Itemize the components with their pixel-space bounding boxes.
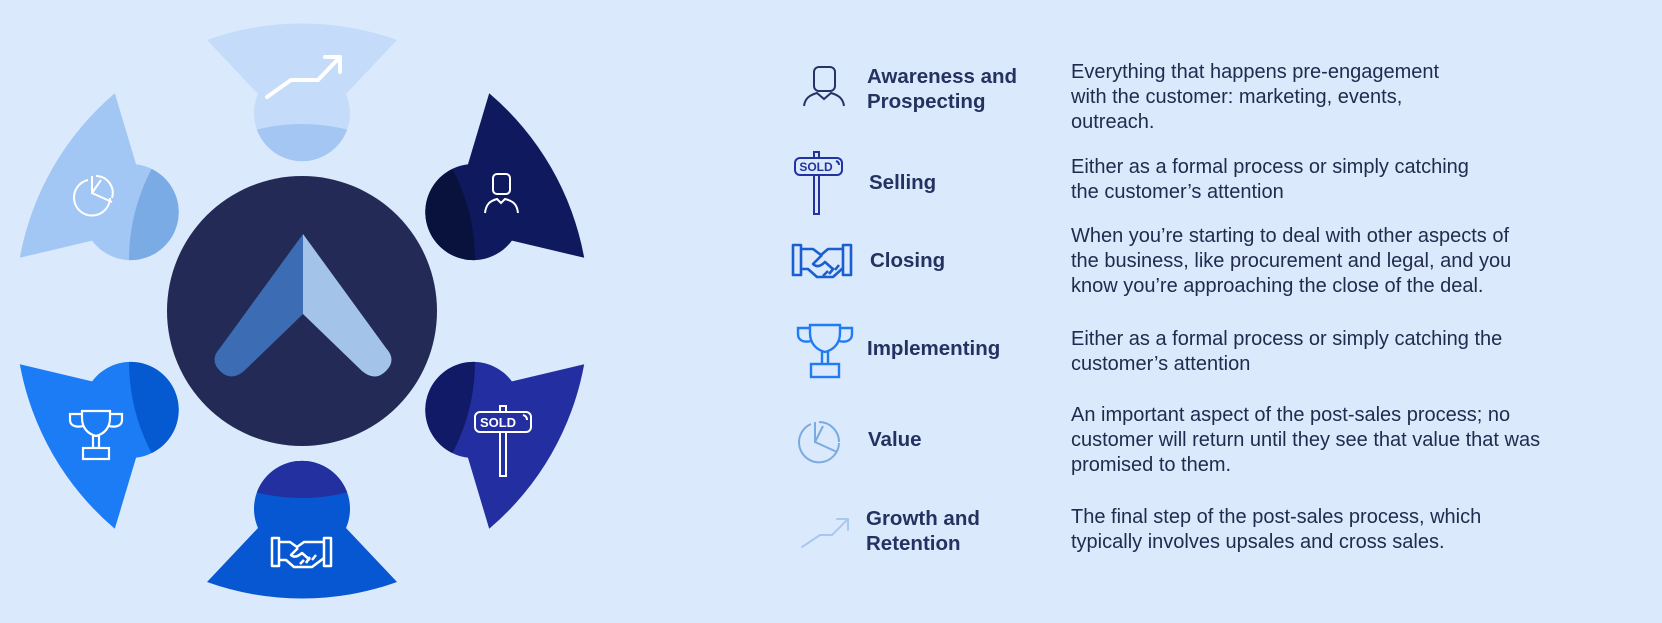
segment-growth <box>207 23 397 162</box>
center-logo-disc <box>167 176 437 446</box>
trend-arrow-icon <box>801 518 849 548</box>
stage-description: Everything that happens pre-engagement w… <box>1071 61 1440 133</box>
segment-closing <box>207 460 397 599</box>
sold-sign-icon: SOLD <box>474 405 532 477</box>
stage-label: Selling <box>869 171 937 194</box>
handshake-icon <box>270 536 333 569</box>
person-icon <box>803 66 845 107</box>
chevron-up-logo <box>214 234 392 377</box>
stage-label: Growth and Retention <box>866 507 980 555</box>
segment-implementing <box>5 303 220 538</box>
stage-description: When you’re starting to deal with other … <box>1071 225 1512 297</box>
pie-chart-icon <box>798 421 840 464</box>
stage-label: Value <box>868 428 922 451</box>
stage-label: Awareness and Prospecting <box>867 65 1018 113</box>
sales-cycle-wheel: SOLD <box>5 23 599 599</box>
stage-description: An important aspect of the post-sales pr… <box>1071 404 1541 476</box>
segment-selling: SOLD <box>384 303 599 538</box>
stage-description: Either as a formal process or simply cat… <box>1071 156 1469 203</box>
person-icon <box>484 173 519 214</box>
trophy-icon <box>68 409 124 461</box>
trophy-icon <box>796 323 854 379</box>
pie-chart-icon <box>73 175 114 217</box>
svg-text:SOLD: SOLD <box>480 415 516 430</box>
segment-awareness <box>384 84 599 319</box>
stage-label: Implementing <box>867 337 1001 360</box>
sold-sign-icon: SOLD <box>794 151 843 215</box>
stage-description: Either as a formal process or simply cat… <box>1071 328 1503 375</box>
svg-text:SOLD: SOLD <box>799 160 833 174</box>
stage-description: The final step of the post-sales process… <box>1071 506 1482 553</box>
segment-value <box>5 84 220 319</box>
handshake-icon <box>791 243 853 279</box>
stage-label: Closing <box>870 249 946 272</box>
trend-arrow-icon <box>265 55 342 99</box>
